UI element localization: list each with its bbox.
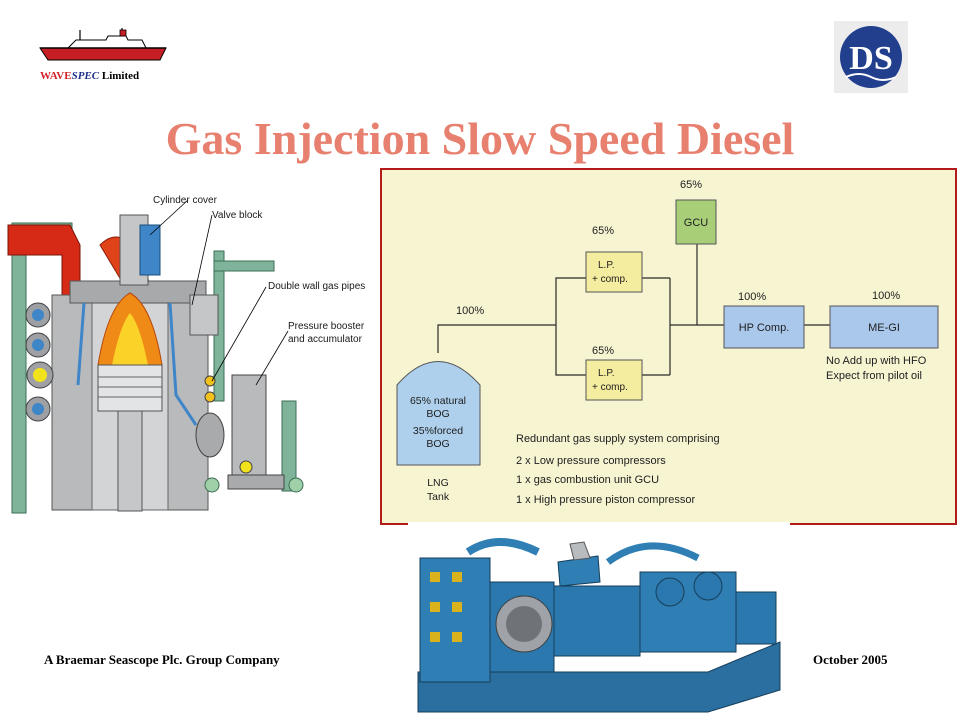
- gas-supply-schematic: 65% GCU 65% L.P. + comp. 65% L.P. + comp…: [380, 168, 957, 525]
- lp-bottom-percent: 65%: [592, 345, 614, 357]
- lp-compressor-top: [585, 251, 643, 293]
- footer-company: A Braemar Seascope Plc. Group Company: [44, 652, 280, 667]
- megi-note-2: Expect from pilot oil: [826, 370, 922, 382]
- megi-percent: 100%: [872, 290, 900, 302]
- lp-top-percent: 65%: [592, 225, 614, 237]
- gcu-percent: 65%: [680, 179, 702, 191]
- label-cylinder-cover: Cylinder cover: [153, 195, 218, 206]
- tank-content-2: BOG: [426, 408, 449, 420]
- label-valve-block: Valve block: [212, 210, 263, 221]
- lp-bottom-label-1: L.P.: [598, 368, 615, 379]
- schematic-note-2: 2 x Low pressure compressors: [516, 455, 666, 467]
- tank-name-1: LNG: [427, 477, 449, 489]
- tank-content-4: BOG: [426, 438, 449, 450]
- label-double-wall-gas-pipes: Double wall gas pipes: [268, 281, 365, 292]
- lp-top-label-2: + comp.: [592, 274, 628, 285]
- footer-date: October 2005: [813, 652, 888, 667]
- brand-wave: WAVE: [40, 70, 72, 82]
- ds-logo: DS: [834, 21, 908, 93]
- schematic-note-3: 1 x gas combustion unit GCU: [516, 474, 659, 486]
- lng-tank-shape: [396, 361, 481, 466]
- engine-cross-section-diagram: Cylinder cover Valve block Double wall g…: [7, 195, 365, 514]
- brand-limited: Limited: [99, 70, 140, 82]
- hp-percent: 100%: [738, 291, 766, 303]
- lp-bottom-label-2: + comp.: [592, 382, 628, 393]
- hp-label: HP Comp.: [739, 322, 790, 334]
- tank-name-2: Tank: [427, 491, 450, 503]
- megi-label: ME-GI: [868, 322, 900, 334]
- tank-content-1: 65% natural: [410, 395, 466, 407]
- company-brand: WAVESPEC Limited: [40, 70, 139, 82]
- brand-spec: SPEC: [71, 70, 100, 82]
- label-pressure-booster: Pressure booster: [288, 321, 365, 332]
- tank-flow-percent: 100%: [456, 305, 484, 317]
- schematic-note-1: Redundant gas supply system comprising: [516, 433, 720, 445]
- schematic-note-4: 1 x High pressure piston compressor: [516, 494, 695, 506]
- page-title: Gas Injection Slow Speed Diesel: [165, 113, 795, 164]
- lp-compressor-bottom: [585, 359, 643, 401]
- hp-compressor-box: [723, 305, 805, 349]
- tank-content-3: 35%forced: [413, 425, 463, 437]
- compressor-skid-photo: [408, 522, 790, 718]
- gcu-label: GCU: [684, 217, 709, 229]
- gcu-box: [675, 199, 717, 245]
- megi-note-1: No Add up with HFO: [826, 355, 927, 367]
- megi-engine-box: [829, 305, 939, 349]
- wavespec-ship-logo: [39, 28, 167, 61]
- ds-logo-letters: DS: [849, 40, 892, 77]
- label-accumulator: and accumulator: [288, 334, 363, 345]
- lp-top-label-1: L.P.: [598, 260, 615, 271]
